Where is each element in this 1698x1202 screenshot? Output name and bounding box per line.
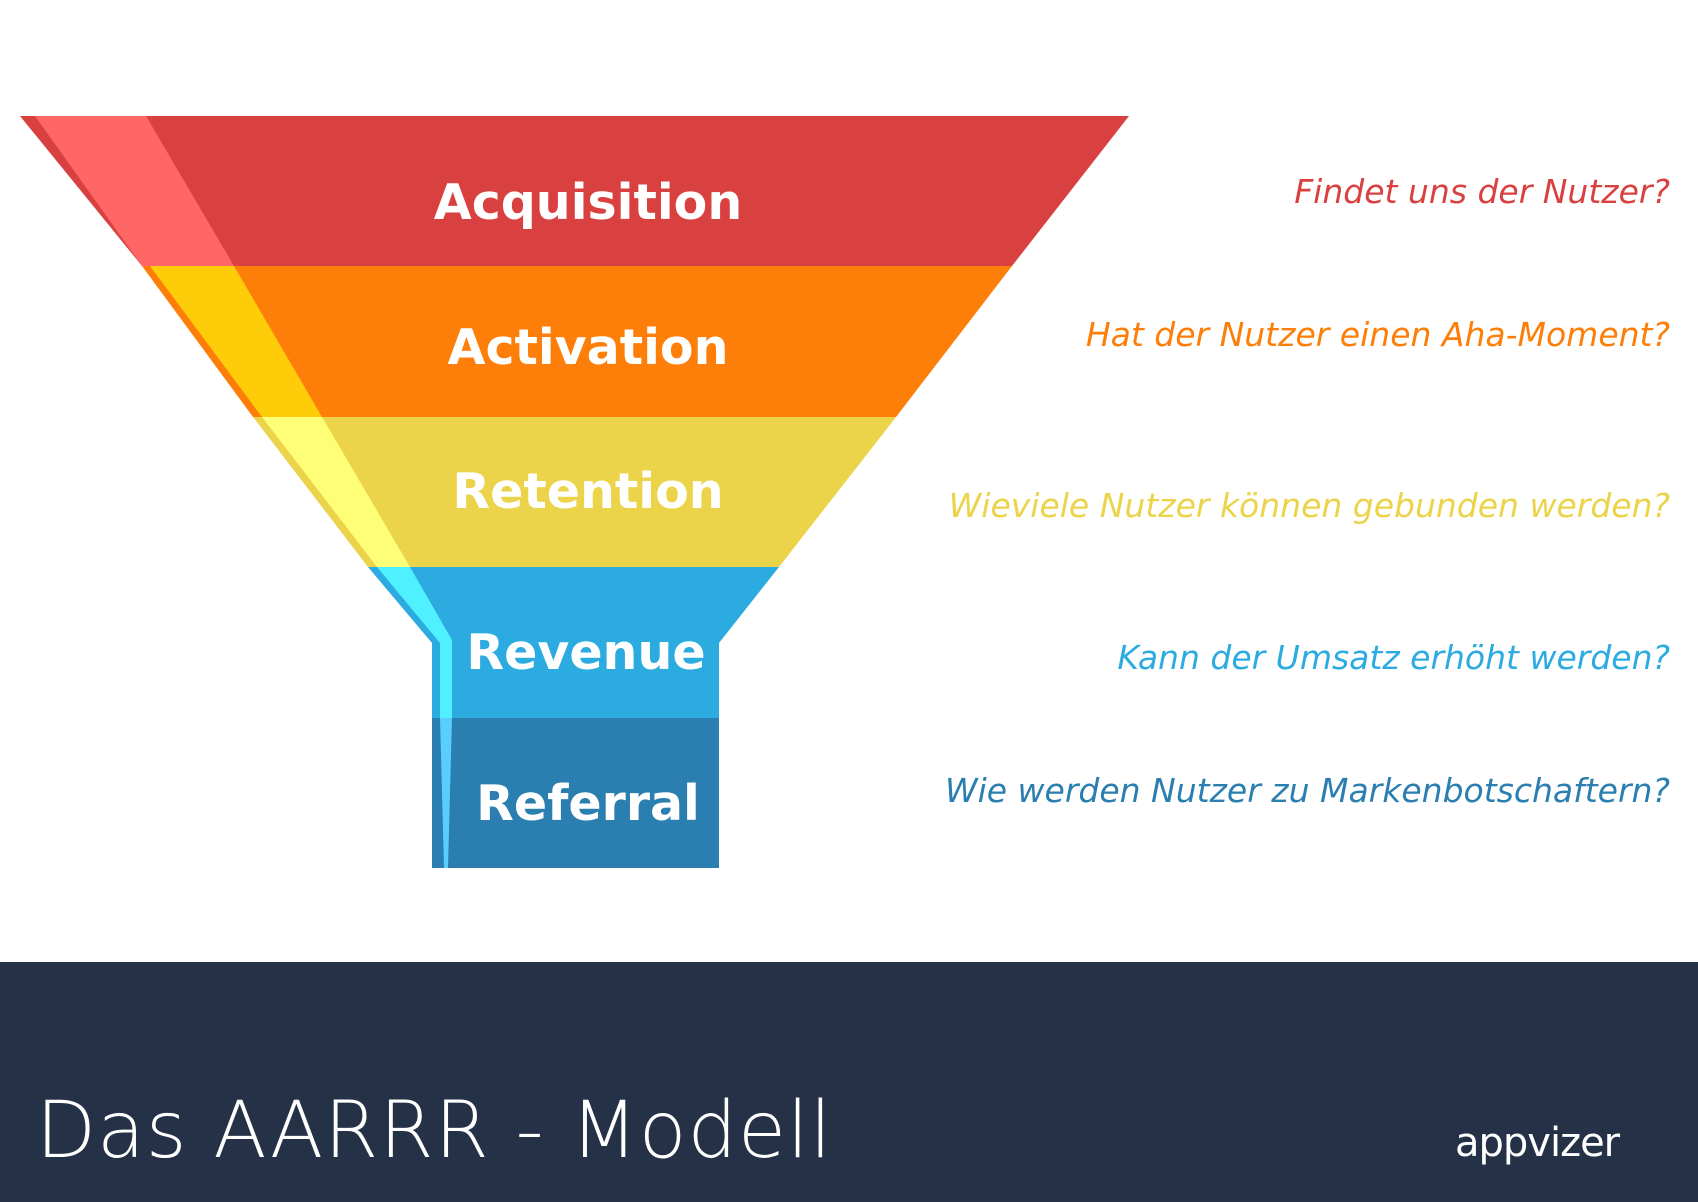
question-activation: Hat der Nutzer einen Aha-Moment?	[1085, 315, 1670, 354]
stage-label-referral: Referral	[476, 775, 700, 832]
funnel-highlight-referral	[440, 718, 452, 868]
question-retention: Wieviele Nutzer können gebunden werden?	[948, 486, 1670, 525]
stage-label-activation: Activation	[448, 319, 729, 376]
funnel-band-acquisition	[20, 116, 1129, 266]
funnel-highlight-activation	[150, 266, 322, 417]
funnel-highlight-retention	[262, 417, 410, 567]
footer-banner	[0, 962, 1698, 1202]
funnel-band-retention	[253, 417, 896, 567]
stage-label-acquisition: Acquisition	[434, 174, 742, 231]
funnel-highlight-revenue	[377, 567, 452, 718]
stage-label-revenue: Revenue	[466, 624, 705, 681]
funnel-diagram: Acquisition Activation Retention Revenue…	[20, 116, 1129, 868]
page-title: Das AARRR - Modell	[36, 1086, 833, 1176]
question-acquisition: Findet uns der Nutzer?	[1294, 172, 1670, 211]
funnel-band-revenue	[368, 567, 779, 718]
appvizer-logo: appvizer	[1455, 1120, 1620, 1166]
funnel-band-referral	[432, 718, 719, 868]
funnel-highlight-acquisition	[35, 116, 234, 266]
question-revenue: Kann der Umsatz erhöht werden?	[1117, 638, 1670, 677]
question-referral: Wie werden Nutzer zu Markenbotschaftern?	[944, 771, 1670, 810]
funnel-band-activation	[142, 266, 1012, 417]
stage-label-retention: Retention	[452, 463, 723, 520]
